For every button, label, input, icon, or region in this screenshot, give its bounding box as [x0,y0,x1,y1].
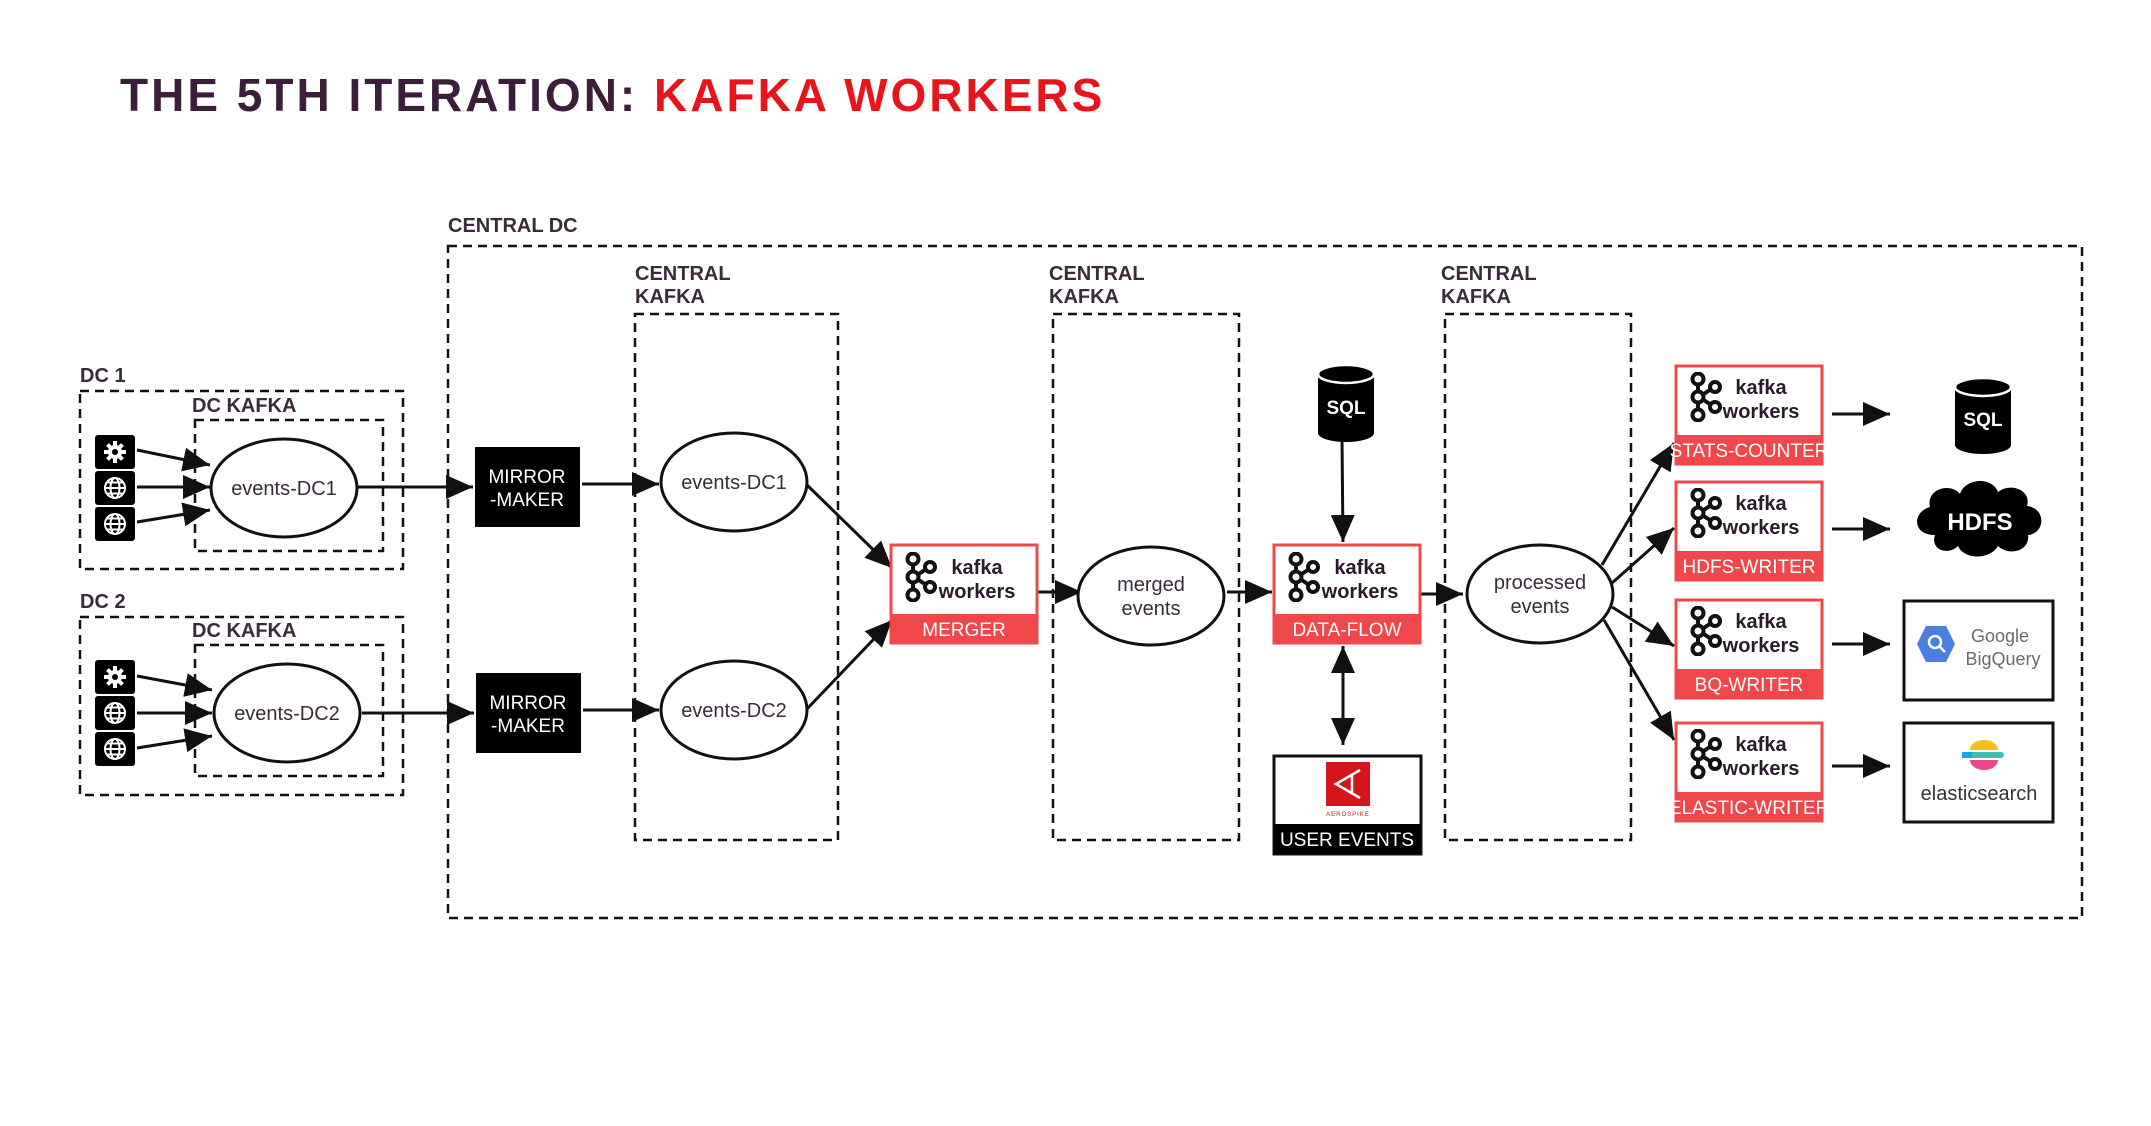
slide-title: THE 5TH ITERATION: KAFKA WORKERS [120,68,1105,122]
mirror-maker-1-line1: MIRROR [488,467,565,488]
elasticsearch-logo: elasticsearch [1902,721,2055,824]
globe-icon [95,507,135,541]
worker-dataflow: kafka workers DATA-FLOW [1272,543,1422,645]
mirror-maker-1-line2: -MAKER [490,490,564,511]
sql-label: SQL [1326,398,1365,419]
worker-text-line1: kafka [1735,377,1787,399]
central-kafka-1-box [633,312,840,842]
worker-stats-label: STATS-COUNTER [1670,441,1829,462]
worker-text-line1: kafka [1735,734,1787,756]
bigquery-logo: Google BigQuery [1902,599,2055,702]
worker-text-line1: kafka [1735,493,1787,515]
dc2-box [78,615,405,797]
merged-events-node [1076,545,1226,647]
hdfs-label: HDFS [1947,509,2012,536]
worker-hdfs-writer: kafka workers HDFS-WRITER [1674,480,1824,582]
mirror-maker-2-line2: -MAKER [491,716,565,737]
flow-arrows [136,402,1890,778]
events-dc2-node [212,662,362,764]
title-prefix: THE 5TH ITERATION: [120,69,655,121]
central-kafka-3-box [1443,312,1633,842]
worker-merger: kafka workers MERGER [889,543,1039,645]
hdfs-cloud-icon: HDFS [1917,480,2042,557]
worker-text-line2: workers [938,581,1016,603]
elasticsearch-icon [1962,740,2004,770]
bigquery-icon [1917,626,1955,662]
worker-elastic-label: ELASTIC-WRITER [1669,798,1829,819]
worker-text-line2: workers [1722,635,1800,657]
events-dc1-text: events-DC1 [231,478,337,500]
bigquery-label: BigQuery [1965,649,2040,669]
central-events-dc2-text: events-DC2 [681,700,787,722]
title-highlight: KAFKA WORKERS [654,69,1106,121]
dc1-label: DC 1 [80,365,126,387]
user-events-store: AEROSPIKE USER EVENTS [1272,754,1423,856]
worker-text-line2: workers [1722,401,1800,423]
processed-events-text-line2: events [1511,596,1570,618]
central-kafka-2-label-line1: CENTRAL [1049,263,1145,285]
worker-bq-writer: kafka workers BQ-WRITER [1674,598,1824,700]
user-events-label: USER EVENTS [1280,830,1414,851]
dc2-label: DC 2 [80,591,126,613]
worker-text-line1: kafka [951,557,1003,579]
dc2-kafka-label: DC KAFKA [192,620,296,642]
merged-events-text-line1: merged [1117,574,1185,596]
worker-dataflow-label: DATA-FLOW [1292,620,1401,641]
worker-bq-label: BQ-WRITER [1695,675,1804,696]
mirror-maker-2-line1: MIRROR [489,693,566,714]
elasticsearch-label: elasticsearch [1921,783,2038,805]
globe-icon [95,696,135,730]
sql-database-icon: SQL [1953,376,2013,454]
aerospike-label: AEROSPIKE [1326,812,1370,818]
globe-icon [95,471,135,505]
mirror-maker-1 [475,447,580,527]
gear-icon [95,660,135,694]
dc1-kafka-label: DC KAFKA [192,395,296,417]
mirror-maker-2 [476,673,581,753]
worker-text-line1: kafka [1334,557,1386,579]
worker-hdfs-label: HDFS-WRITER [1683,557,1816,578]
aerospike-icon [1326,762,1370,806]
merged-events-text-line2: events [1122,598,1181,620]
worker-stats-counter: kafka workers STATS-COUNTER [1670,364,1829,466]
sql-database-icon: SQL [1316,363,1376,442]
central-kafka-2-box [1051,312,1241,842]
central-events-dc1-text: events-DC1 [681,472,787,494]
central-kafka-1-label-line2: KAFKA [635,286,705,308]
processed-events-text-line1: processed [1494,572,1586,594]
central-events-dc2-node [659,659,809,761]
worker-text-line2: workers [1321,581,1399,603]
sql-label: SQL [1963,410,2002,431]
dc1-box [78,389,405,571]
central-dc-label: CENTRAL DC [448,215,578,237]
worker-text-line2: workers [1722,517,1800,539]
worker-text-line1: kafka [1735,611,1787,633]
central-dc-box [446,244,2084,920]
central-kafka-3-label-line1: CENTRAL [1441,263,1537,285]
gear-icon [95,435,135,469]
processed-events-node [1465,543,1615,645]
events-dc2-text: events-DC2 [234,703,340,725]
globe-icon [95,732,135,766]
worker-text-line2: workers [1722,758,1800,780]
central-events-dc1-node [659,431,809,533]
central-kafka-1-label-line1: CENTRAL [635,263,731,285]
central-kafka-2-label-line2: KAFKA [1049,286,1119,308]
worker-merger-label: MERGER [922,620,1005,641]
google-label: Google [1971,626,2029,646]
worker-elastic-writer: kafka workers ELASTIC-WRITER [1669,721,1829,823]
events-dc1-node [209,437,359,539]
central-kafka-3-label-line2: KAFKA [1441,286,1511,308]
